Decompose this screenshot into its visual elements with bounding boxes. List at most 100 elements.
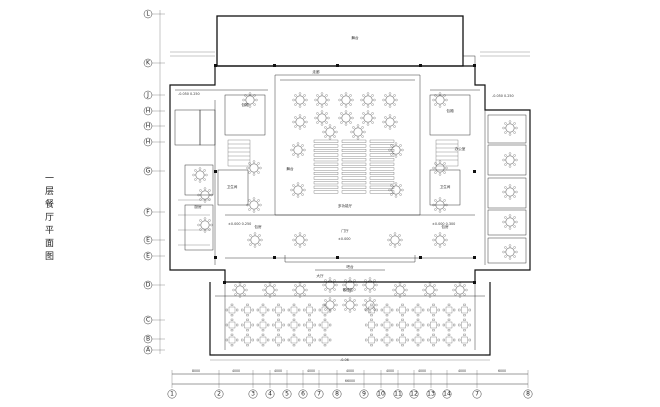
svg-text:6: 6 (301, 391, 305, 398)
structural-columns (214, 64, 476, 284)
seat-row (369, 172, 395, 175)
column-axis-marker: 7 (314, 389, 324, 399)
round-table (246, 160, 262, 176)
square-table (442, 333, 456, 347)
square-table (427, 318, 440, 332)
room-label: 办公室 (455, 146, 466, 151)
round-table (314, 110, 330, 126)
seat-row (369, 176, 395, 180)
square-table (396, 318, 409, 332)
row-axis-marker: J (143, 90, 165, 100)
seat-row (369, 190, 395, 194)
svg-text:8: 8 (335, 391, 339, 398)
row-axis-marker: G (143, 166, 165, 176)
round-table (322, 124, 338, 140)
seat-row (369, 167, 395, 171)
round-table (342, 277, 358, 293)
svg-text:7: 7 (475, 391, 479, 398)
svg-text:E: E (146, 237, 150, 244)
svg-text:11: 11 (394, 391, 402, 398)
column-axis-marker: 9 (359, 389, 369, 399)
level-label: -0.050 0.250 (178, 92, 200, 96)
round-table (382, 114, 398, 130)
round-table (342, 297, 358, 313)
level-label: -0.050 0.250 (492, 94, 514, 98)
round-table (387, 232, 403, 248)
svg-text:L: L (146, 11, 150, 18)
room-label: 走廊 (312, 69, 320, 74)
row-axis-marker: L (143, 9, 165, 19)
svg-text:H: H (146, 123, 151, 130)
seat-row (369, 149, 395, 152)
round-table (292, 114, 308, 130)
svg-text:4: 4 (268, 391, 272, 398)
round-table (502, 184, 518, 200)
square-table (380, 303, 394, 317)
title-char: 图 (45, 251, 54, 262)
round-table (292, 92, 308, 108)
room-label: 舞台 (351, 35, 359, 40)
round-table (290, 182, 306, 198)
seat-row (341, 162, 367, 166)
square-table (458, 318, 471, 332)
round-table (388, 142, 404, 158)
square-table (380, 318, 394, 332)
row-axis-marker: H (143, 106, 165, 116)
seat-row (341, 176, 367, 180)
square-table (427, 303, 440, 317)
level-annotations: -0.050 0.250 ±0.000 0.250 ±0.000 -0.050 … (178, 92, 514, 362)
room-label: 卫生间 (440, 184, 451, 189)
room-label: 舞台 (286, 166, 294, 171)
seat-row (313, 176, 339, 180)
seat-row (313, 144, 339, 148)
square-table (256, 318, 270, 332)
square-table (241, 333, 254, 347)
title-char: 面 (45, 238, 54, 249)
room-label: 门厅 (341, 228, 349, 233)
round-table (392, 282, 408, 298)
seat-row (369, 139, 395, 143)
row-axis: L K J H H H G F E E D C B A (143, 9, 165, 355)
square-table (442, 303, 456, 317)
seat-row (369, 158, 395, 162)
square-table (225, 333, 239, 347)
seat-row (313, 181, 339, 185)
row-axis-marker: F (143, 207, 165, 217)
svg-text:12: 12 (410, 391, 418, 398)
square-table (287, 333, 301, 347)
row-axis-marker: K (143, 58, 165, 68)
seat-row (341, 144, 367, 148)
column-axis-marker: 8 (332, 389, 342, 399)
row-axis-marker: H (143, 137, 165, 147)
svg-text:K: K (146, 60, 151, 67)
svg-text:D: D (146, 282, 151, 289)
level-label: ±0.000 0.250 (228, 222, 251, 226)
seat-row (313, 167, 339, 171)
round-table (197, 217, 213, 233)
column-axis-marker: 13 (426, 389, 436, 399)
round-table (502, 152, 518, 168)
square-table (225, 318, 239, 332)
round-tables (192, 92, 518, 313)
dimension-label: 4000 (346, 369, 354, 373)
square-table (272, 333, 285, 347)
square-table (365, 333, 378, 347)
room-label: 大厅 (316, 273, 324, 278)
round-table (338, 110, 354, 126)
round-table (360, 92, 376, 108)
dimension-label: 8000 (192, 369, 200, 373)
svg-text:F: F (146, 209, 150, 216)
seat-row (341, 167, 367, 171)
round-table (432, 232, 448, 248)
seat-row (341, 158, 367, 162)
seat-row (341, 190, 367, 194)
column-axis-marker: 1 (167, 389, 177, 399)
round-table (422, 282, 438, 298)
dimension-label: 4000 (458, 369, 466, 373)
square-table (272, 318, 285, 332)
svg-text:10: 10 (377, 391, 385, 398)
svg-text:13: 13 (427, 391, 435, 398)
room-labels: 多功能厅 舞台 包厢 包厢 门厅 吧台 厨房 卫生间 卫生间 办公室 包房 包房… (194, 69, 465, 292)
dimension-ticks (171, 370, 529, 388)
square-table (427, 333, 440, 347)
